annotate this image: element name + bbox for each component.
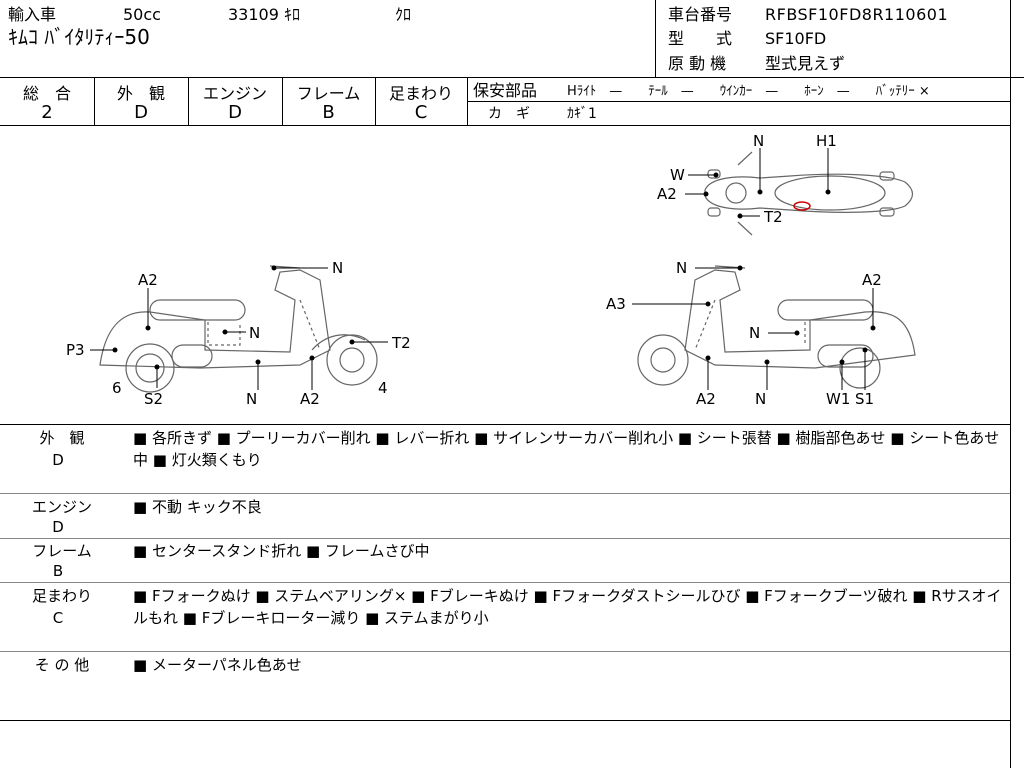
scooter-top-view (704, 151, 914, 236)
note-other-title: そ の 他 (34, 656, 90, 674)
note-suspension-grade: C (52, 609, 64, 627)
note-frame-text: ■ センタースタンド折れ ■ フレームさび中 (133, 542, 430, 560)
label-right-n-bottom: N (755, 390, 766, 408)
import-label: 輸入車 (8, 5, 57, 24)
label-right-w1: W1 (826, 390, 850, 408)
note-suspension-title: 足まわり (31, 587, 92, 605)
label-right-n-top: N (676, 259, 687, 277)
note-engine-text: ■ 不動 キック不良 (133, 498, 262, 516)
key-value: ｶｷﾞ1 (567, 106, 597, 122)
label-left-a2: A2 (138, 271, 158, 289)
label-left-4: 4 (378, 379, 388, 397)
grade-frame-value: B (322, 102, 335, 123)
label-top-w: W (670, 166, 685, 184)
note-frame-grade: B (52, 562, 64, 580)
label-right-s1: S1 (855, 390, 874, 408)
key-label: カ ギ (488, 106, 530, 122)
note-engine-title: エンジン (31, 498, 92, 516)
note-exterior-grade: D (52, 451, 64, 469)
label-left-a2-bottom: A2 (300, 390, 320, 408)
label-right-a2-top: A2 (862, 271, 882, 289)
label-right-a2-bottom: A2 (696, 390, 716, 408)
model-name: ｷﾑｺ ﾊﾞｲﾀﾘﾃｨｰ50 (8, 25, 150, 49)
frame-no-label: 車台番号 (668, 5, 733, 24)
scooter-left-side-view (99, 265, 378, 393)
grade-exterior-label: 外 観 (116, 84, 165, 103)
label-left-6: 6 (112, 379, 122, 397)
grade-engine-value: D (228, 102, 242, 123)
note-suspension-text: ■ Fフォークぬけ ■ ステムベアリング× ■ Fブレーキぬけ ■ Fフォークダ… (133, 587, 1002, 627)
mileage: 33109 ｷﾛ (228, 5, 300, 24)
color: ｸﾛ (395, 5, 412, 24)
safety-label: 保安部品 (473, 81, 538, 100)
label-top-n: N (753, 132, 764, 150)
note-other-text: ■ メーターパネル色あせ (133, 656, 302, 674)
label-left-n-body: N (249, 324, 260, 342)
label-left-s2: S2 (144, 390, 163, 408)
model-type-label: 型 式 (668, 29, 733, 48)
grade-total-label: 総 合 (22, 84, 71, 103)
label-left-p3: P3 (66, 341, 85, 359)
label-left-n-top: N (332, 259, 343, 277)
label-left-t2: T2 (391, 334, 411, 352)
label-top-h1: H1 (816, 132, 837, 150)
frame-no: RFBSF10FD8R110601 (765, 5, 949, 24)
engine-value: 型式見えず (765, 54, 846, 73)
note-engine-grade: D (52, 518, 64, 536)
note-exterior-title: 外 観 (39, 429, 85, 447)
note-frame-title: フレーム (32, 542, 92, 560)
grade-suspension-value: C (414, 102, 428, 123)
grade-total-value: 2 (41, 102, 53, 123)
model-type: SF10FD (765, 29, 827, 48)
grade-frame-label: フレーム (296, 84, 361, 103)
scooter-diagrams: A2 N P3 6 S2 N A2 T2 4 N N A3 N A2 A2 N … (66, 132, 916, 408)
safety-items: Hﾗｲﾄ — ﾃｰﾙ — ｳｲﾝｶｰ — ﾎｰﾝ — ﾊﾞｯﾃﾘｰ × (567, 84, 930, 99)
label-right-n-body: N (749, 324, 760, 342)
label-right-a3: A3 (606, 295, 626, 313)
grade-suspension-label: 足まわり (388, 84, 453, 103)
engine-label: 原 動 機 (668, 54, 727, 73)
label-left-n-bottom: N (246, 390, 257, 408)
note-exterior-text: ■ 各所きず ■ プーリーカバー削れ ■ レバー折れ ■ サイレンサーカバー削れ… (133, 429, 1000, 469)
displacement: 50cc (123, 5, 161, 24)
grade-engine-label: エンジン (202, 84, 267, 103)
damage-mark (793, 201, 811, 211)
grade-exterior-value: D (134, 102, 148, 123)
label-top-t2: T2 (763, 208, 783, 226)
label-top-a2: A2 (657, 185, 677, 203)
